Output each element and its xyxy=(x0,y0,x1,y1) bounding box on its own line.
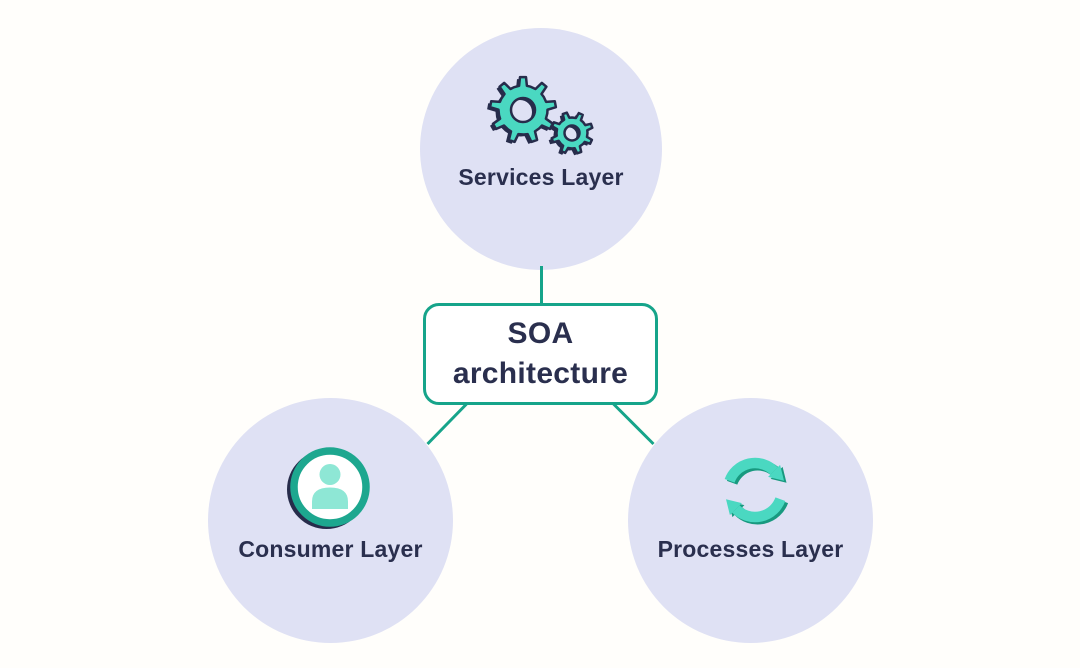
center-title-line2: architecture xyxy=(452,357,629,390)
soa-architecture-box: SOA architecture xyxy=(423,303,658,405)
processes-layer-label: Processes Layer xyxy=(657,536,844,562)
connector-consumer xyxy=(426,401,469,446)
consumer-layer-label: Consumer Layer xyxy=(238,536,423,562)
node-processes-layer: Processes Layer xyxy=(628,398,873,643)
node-consumer-layer: Consumer Layer xyxy=(208,398,453,643)
center-title-line1: SOA xyxy=(507,317,574,350)
connector-processes xyxy=(611,401,655,446)
services-layer-label: Services Layer xyxy=(458,164,624,190)
node-services-layer: Services Layer xyxy=(420,28,662,270)
